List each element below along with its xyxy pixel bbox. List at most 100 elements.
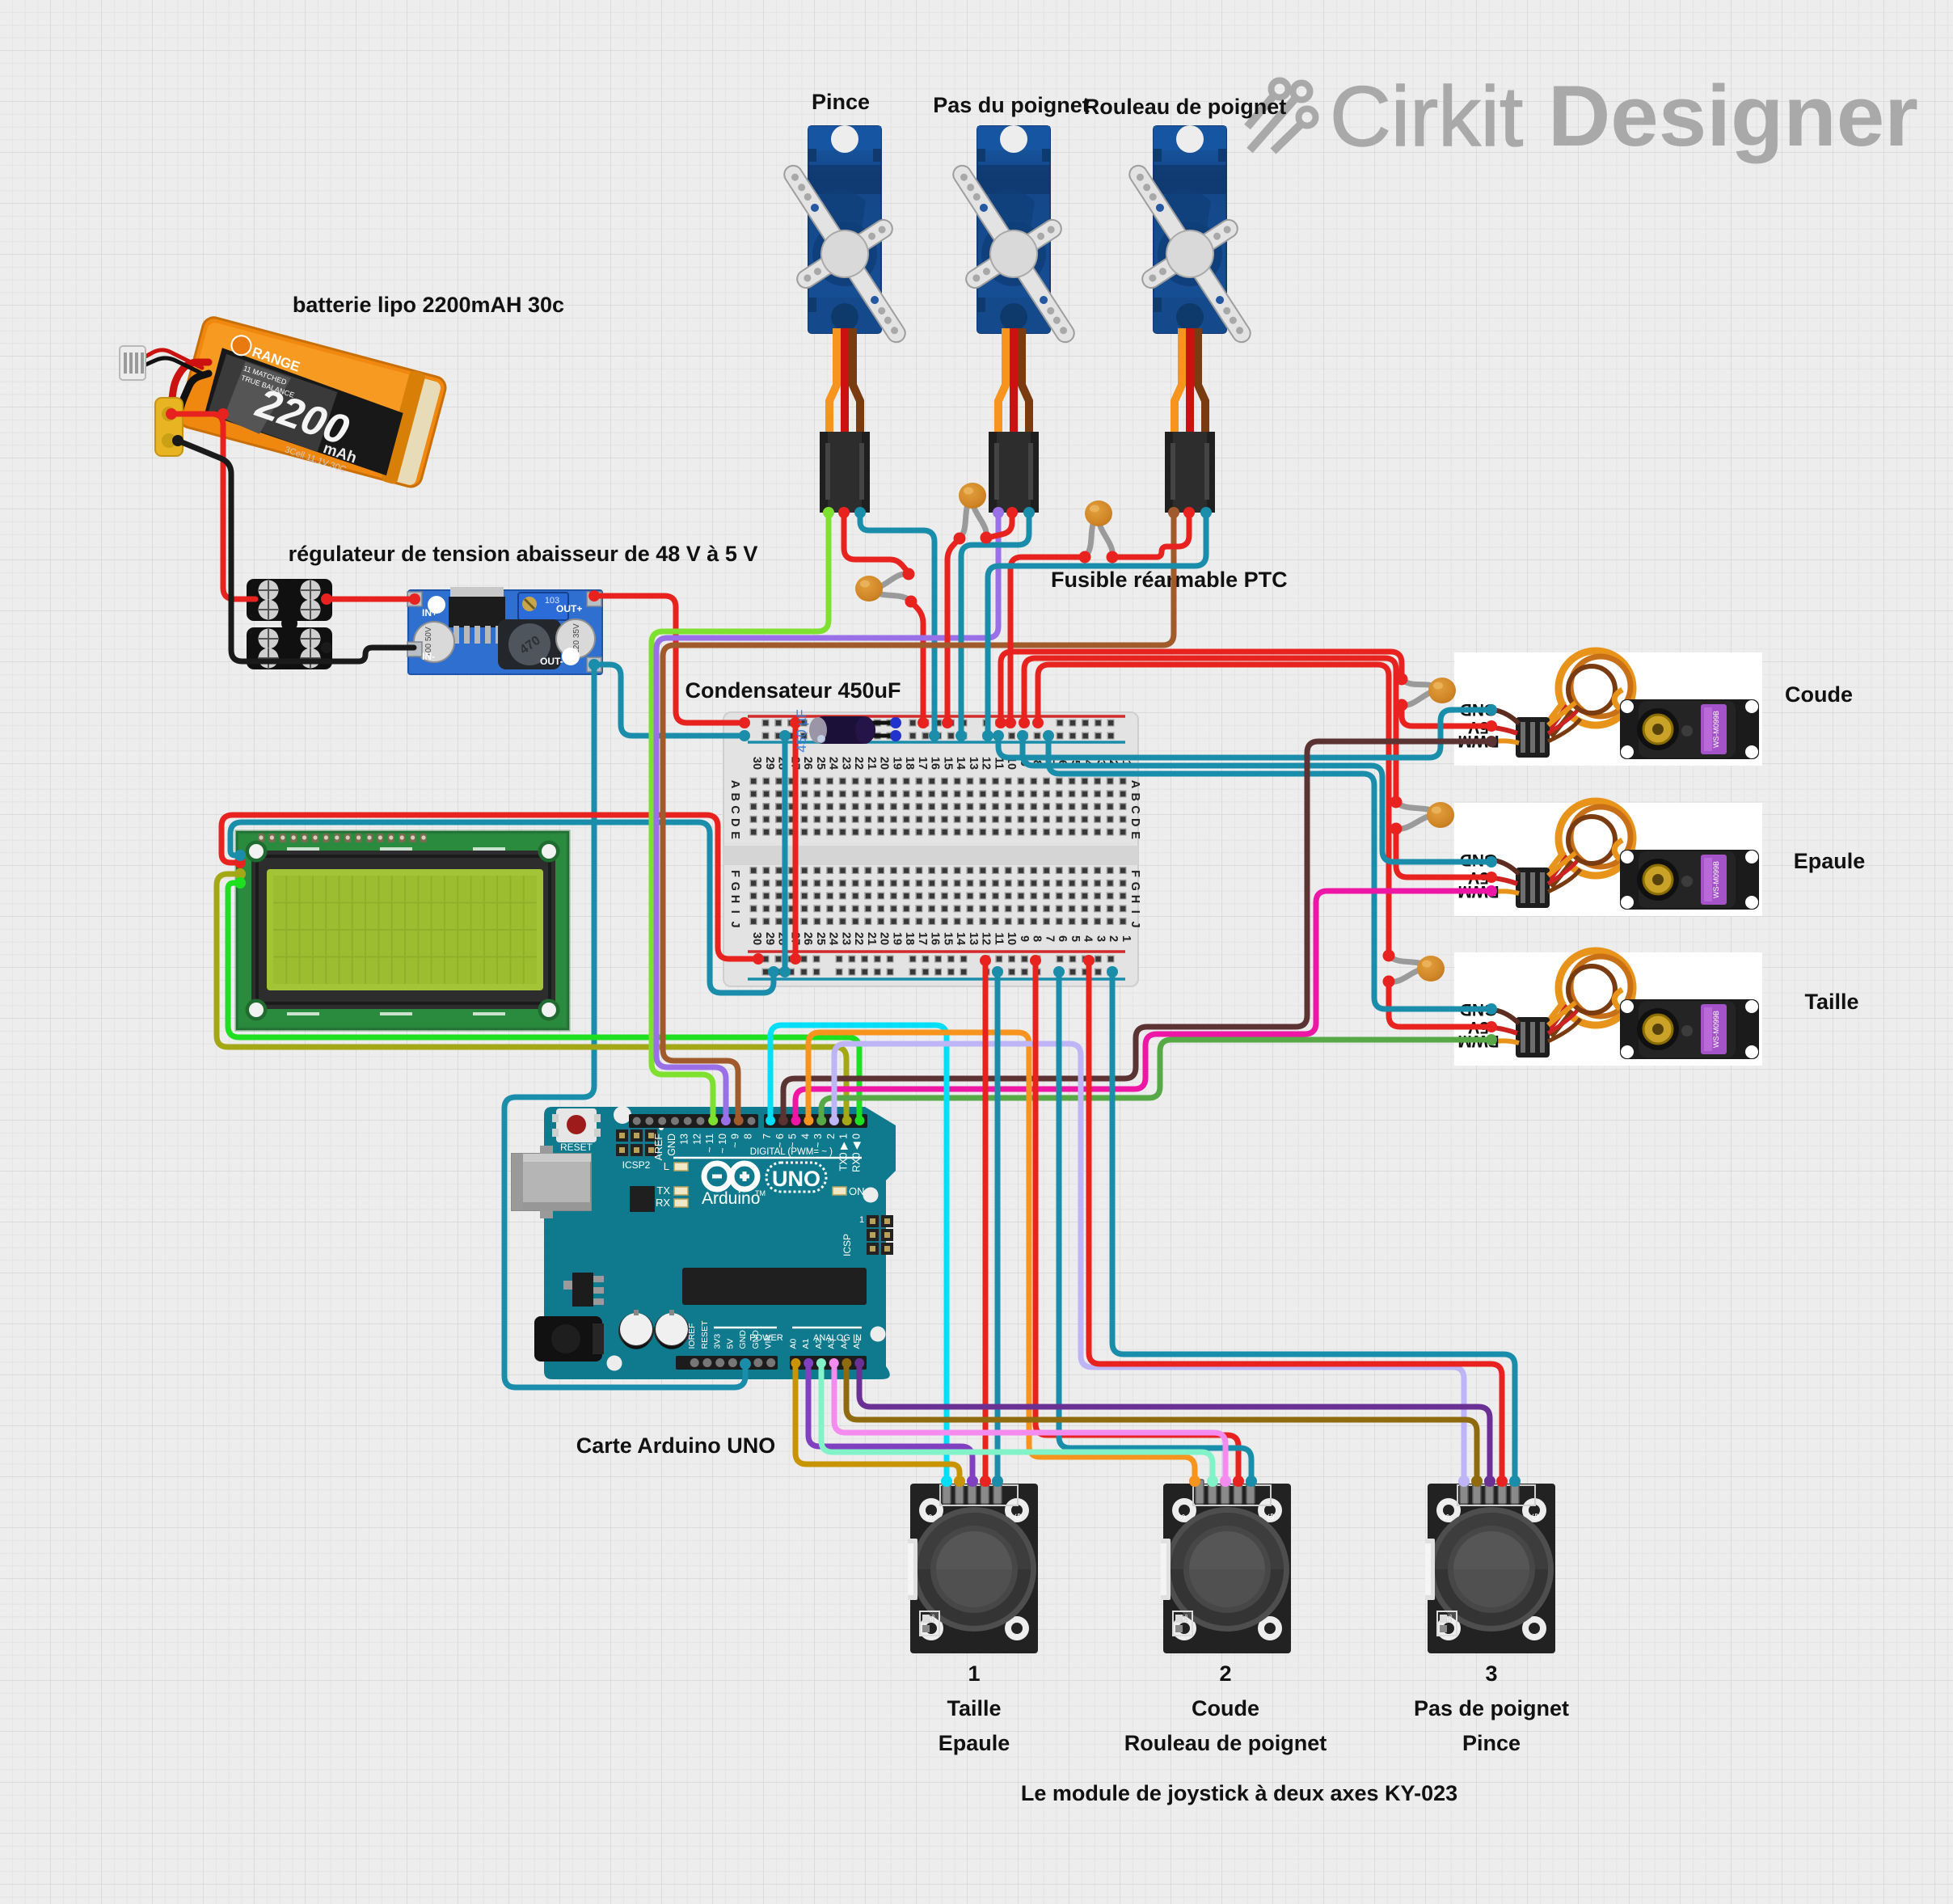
svg-text:18: 18 <box>903 757 916 770</box>
svg-text:DIGITAL (PWM= ~ ): DIGITAL (PWM= ~ ) <box>750 1147 833 1157</box>
svg-text:POWER: POWER <box>749 1333 783 1343</box>
svg-text:15: 15 <box>941 757 954 770</box>
svg-text:12: 12 <box>980 932 993 945</box>
svg-text:6: 6 <box>1056 935 1069 942</box>
svg-text:23: 23 <box>839 757 852 770</box>
svg-text:2: 2 <box>1107 935 1120 942</box>
svg-text:E: E <box>1128 831 1141 839</box>
svg-text:UNO: UNO <box>772 1167 820 1191</box>
svg-text:Taille: Taille <box>1804 990 1858 1014</box>
svg-text:Epaule: Epaule <box>1794 849 1866 873</box>
svg-text:4: 4 <box>1082 935 1095 942</box>
svg-text:A1: A1 <box>801 1338 811 1349</box>
svg-text:220 35V: 220 35V <box>572 623 581 654</box>
svg-text:C: C <box>728 805 741 814</box>
svg-text:1: 1 <box>968 1661 980 1686</box>
svg-text:Coude: Coude <box>1192 1696 1259 1720</box>
svg-text:ICSP2: ICSP2 <box>622 1159 651 1171</box>
svg-text:Pas du poignet: Pas du poignet <box>933 93 1090 117</box>
svg-text:17: 17 <box>916 757 929 770</box>
svg-text:21: 21 <box>865 932 878 945</box>
svg-text:4: 4 <box>799 1134 811 1139</box>
svg-text:21: 21 <box>865 757 878 770</box>
svg-text:~ 10: ~ 10 <box>717 1134 728 1154</box>
svg-text:GND: GND <box>666 1134 677 1156</box>
svg-text:9: 9 <box>1018 935 1031 942</box>
svg-text:B: B <box>728 793 741 801</box>
svg-text:450 µF: 450 µF <box>794 709 809 752</box>
svg-text:Pince: Pince <box>1462 1731 1521 1755</box>
svg-text:16: 16 <box>929 757 942 770</box>
svg-text:J: J <box>1128 921 1141 927</box>
svg-text:G: G <box>1128 882 1141 891</box>
svg-text:batterie lipo 2200mAH 30c: batterie lipo 2200mAH 30c <box>293 293 564 317</box>
svg-text:103: 103 <box>545 596 559 606</box>
svg-text:30: 30 <box>750 932 763 945</box>
svg-text:~ 9: ~ 9 <box>730 1134 741 1148</box>
svg-text:Pince: Pince <box>812 90 870 114</box>
svg-text:G: G <box>728 882 741 891</box>
svg-text:TX: TX <box>656 1184 670 1197</box>
svg-text:J: J <box>728 921 741 927</box>
svg-text:12: 12 <box>691 1134 702 1145</box>
svg-text:Le module de joystick à deux a: Le module de joystick à deux axes KY-023 <box>1021 1781 1457 1805</box>
svg-text:8: 8 <box>1031 935 1044 942</box>
svg-text:WS-M099B: WS-M099B <box>1712 861 1720 898</box>
svg-text:22: 22 <box>852 757 865 770</box>
svg-text:A0: A0 <box>788 1338 798 1349</box>
svg-text:F: F <box>1128 870 1141 877</box>
svg-text:24: 24 <box>827 757 840 770</box>
svg-text:7: 7 <box>761 1134 773 1139</box>
svg-text:Cirkit: Cirkit <box>1330 70 1523 164</box>
svg-text:WS-M099B: WS-M099B <box>1712 711 1720 748</box>
svg-text:Rouleau de poignet: Rouleau de poignet <box>1084 95 1287 119</box>
svg-text:L: L <box>664 1160 669 1172</box>
svg-text:S: S <box>1178 1514 1187 1520</box>
svg-text:A: A <box>1128 780 1141 789</box>
svg-text:D: D <box>728 818 741 826</box>
svg-text:14: 14 <box>954 932 967 945</box>
svg-text:Rouleau de poignet: Rouleau de poignet <box>1124 1731 1327 1755</box>
svg-text:F: F <box>728 870 741 877</box>
svg-text:~ 3: ~ 3 <box>812 1134 824 1148</box>
svg-text:C: C <box>1128 805 1141 814</box>
svg-text:A: A <box>728 780 741 789</box>
svg-text:RX: RX <box>656 1197 670 1209</box>
svg-text:S: S <box>1442 1514 1452 1520</box>
svg-text:3V3: 3V3 <box>713 1334 723 1349</box>
svg-text:~ 6: ~ 6 <box>774 1134 786 1148</box>
svg-text:25: 25 <box>814 757 827 770</box>
svg-text:VIN: VIN <box>764 1335 774 1349</box>
svg-text:~ 11: ~ 11 <box>704 1134 715 1153</box>
svg-text:Coude: Coude <box>1785 682 1853 707</box>
svg-text:19: 19 <box>890 932 903 945</box>
svg-text:IN-: IN- <box>422 651 435 662</box>
svg-text:GND: GND <box>751 1330 761 1349</box>
svg-text:8: 8 <box>743 1134 754 1139</box>
svg-text:OUT-: OUT- <box>540 656 563 667</box>
svg-text:S: S <box>925 1514 934 1520</box>
svg-text:GND: GND <box>738 1330 748 1349</box>
svg-text:2: 2 <box>1219 1661 1231 1686</box>
svg-text:20: 20 <box>878 757 891 770</box>
svg-text:19: 19 <box>890 757 903 770</box>
svg-text:16: 16 <box>929 932 942 945</box>
svg-text:ANALOG IN: ANALOG IN <box>813 1333 862 1343</box>
svg-text:20: 20 <box>878 932 891 945</box>
svg-text:WS-M099B: WS-M099B <box>1712 1011 1720 1048</box>
svg-text:5V: 5V <box>725 1339 735 1349</box>
svg-text:G: G <box>1014 1513 1023 1520</box>
svg-text:D: D <box>1128 818 1141 826</box>
svg-text:17: 17 <box>916 932 929 945</box>
svg-text:~ 5: ~ 5 <box>787 1134 799 1148</box>
svg-text:12: 12 <box>980 757 993 770</box>
svg-text:A4: A4 <box>839 1338 849 1349</box>
svg-text:Fusible réarmable PTC: Fusible réarmable PTC <box>1051 568 1288 592</box>
svg-text:H: H <box>1128 895 1141 903</box>
svg-text:H: H <box>728 895 741 903</box>
svg-text:15: 15 <box>941 932 954 945</box>
svg-text:5s: 5s <box>1445 1614 1454 1623</box>
svg-text:A2: A2 <box>814 1338 824 1349</box>
svg-text:100 50V: 100 50V <box>424 627 433 657</box>
svg-text:30: 30 <box>750 757 763 770</box>
